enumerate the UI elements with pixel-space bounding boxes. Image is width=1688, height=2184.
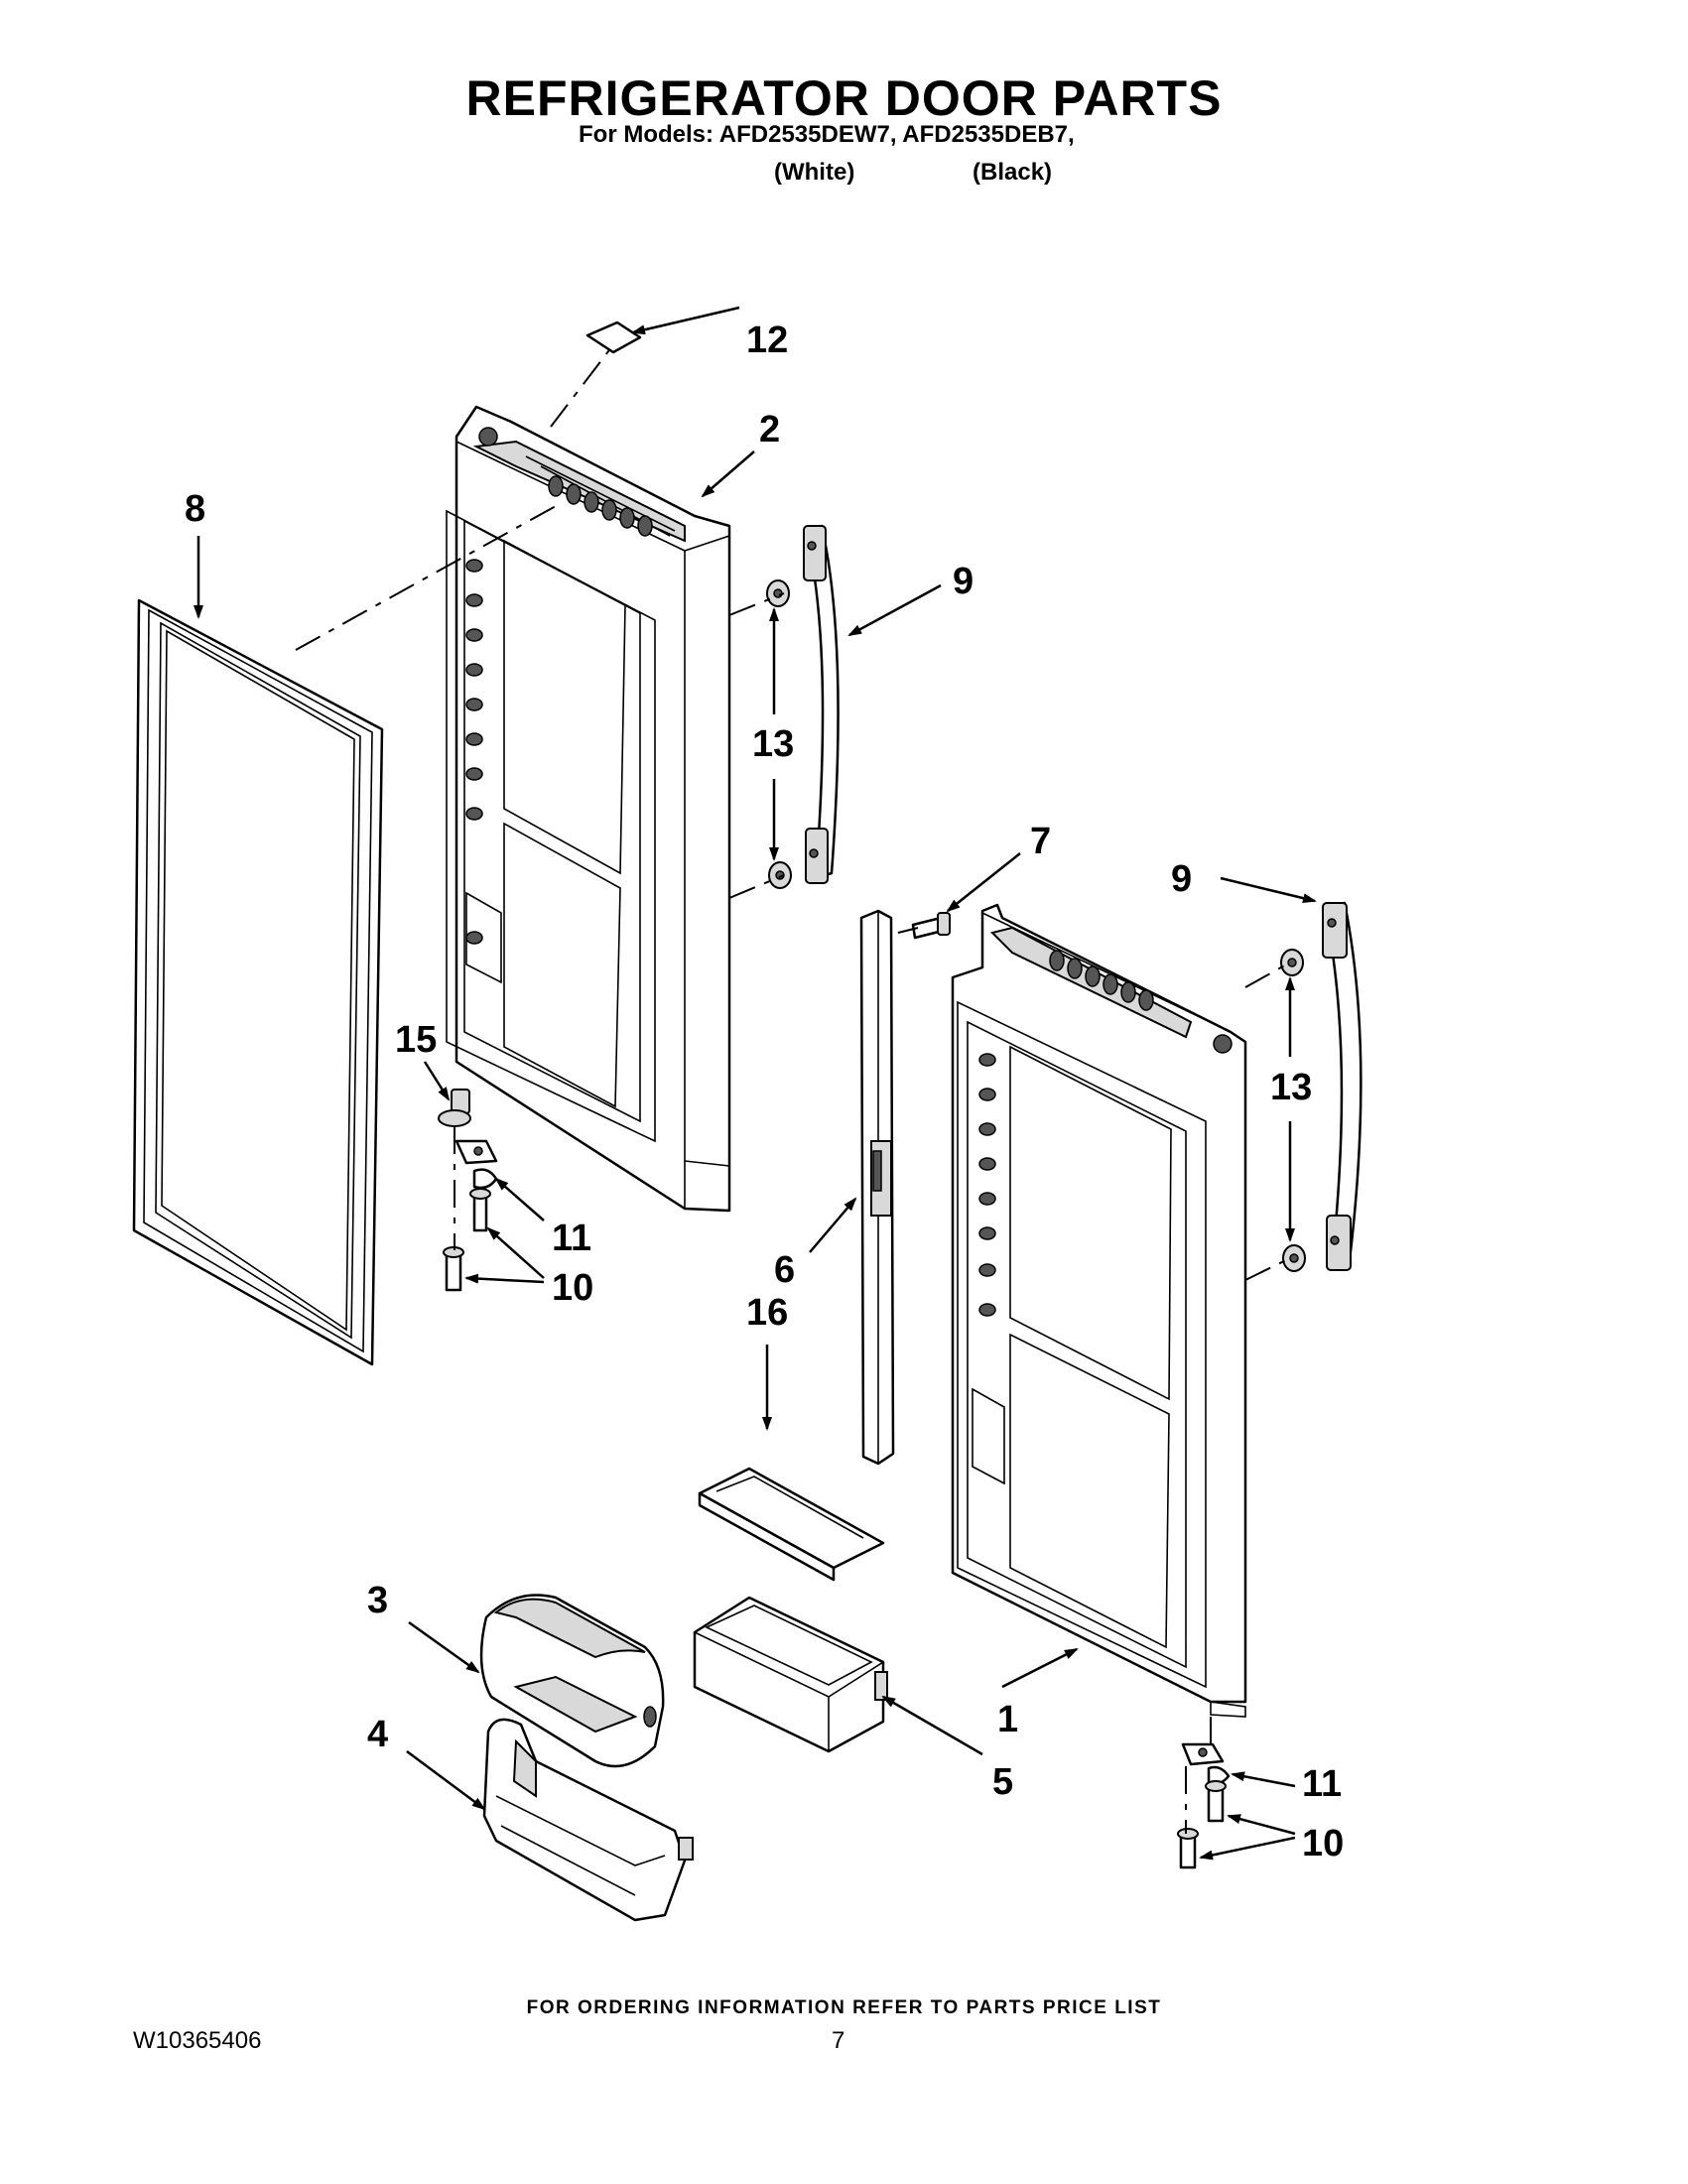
part-2-left-door (446, 405, 731, 1213)
variant-white: (White) (774, 159, 855, 186)
part-11-hinge-plate-right (1181, 1742, 1231, 1786)
callout-6: 6 (774, 1249, 795, 1291)
callout-11-left: 11 (552, 1218, 591, 1259)
part-15-hinge-bushing (438, 1089, 471, 1127)
callout-7: 7 (1030, 821, 1051, 862)
callout-12: 12 (746, 320, 788, 361)
alignment-lines (295, 341, 1291, 1834)
callout-4: 4 (367, 1714, 388, 1755)
part-13-mounts-left (766, 579, 792, 889)
part-10-screws-right (1177, 1780, 1227, 1869)
models-line: For Models: AFD2535DEW7, AFD2535DEB7, (579, 121, 1075, 148)
callout-15: 15 (395, 1019, 437, 1061)
callout-8: 8 (185, 488, 205, 530)
callout-10-right: 10 (1302, 1823, 1344, 1864)
page-title: REFRIGERATOR DOOR PARTS (465, 70, 1223, 126)
variant-black: (Black) (973, 159, 1053, 186)
part-5-door-bin (693, 1596, 888, 1753)
part-9-handle-left (803, 524, 840, 884)
callout-16: 16 (746, 1292, 788, 1334)
ordering-note: FOR ORDERING INFORMATION REFER TO PARTS … (526, 1997, 1162, 2018)
callout-9-left: 9 (953, 561, 974, 602)
callout-1: 1 (997, 1699, 1018, 1740)
part-3-dairy-cover (479, 1594, 665, 1768)
part-4-dairy-bin (482, 1718, 694, 1922)
part-8-door-gasket (132, 598, 384, 1366)
part-1-right-door (951, 903, 1247, 1718)
callout-10-left: 10 (552, 1267, 593, 1309)
part-13-mounts-right (1280, 949, 1306, 1272)
part-7-screw (911, 912, 951, 940)
part-16-shelf (698, 1467, 885, 1582)
callout-3: 3 (367, 1580, 388, 1621)
document-number: W10365406 (133, 2027, 262, 2054)
callout-5: 5 (992, 1761, 1013, 1803)
callout-11-right: 11 (1302, 1763, 1342, 1805)
part-6-flipper-mullion (859, 909, 895, 1466)
callout-13-right: 13 (1270, 1067, 1312, 1108)
part-10-screws-left (443, 1188, 491, 1292)
part-9-handle-right (1322, 901, 1363, 1271)
callout-9-right: 9 (1171, 858, 1192, 900)
page-number: 7 (832, 2027, 845, 2054)
part-12-cap (585, 321, 642, 354)
callout-2: 2 (759, 409, 780, 450)
callout-13-left: 13 (752, 723, 794, 765)
part-11-hinge-plate-left (454, 1139, 498, 1190)
leader-lines (194, 306, 1317, 1861)
